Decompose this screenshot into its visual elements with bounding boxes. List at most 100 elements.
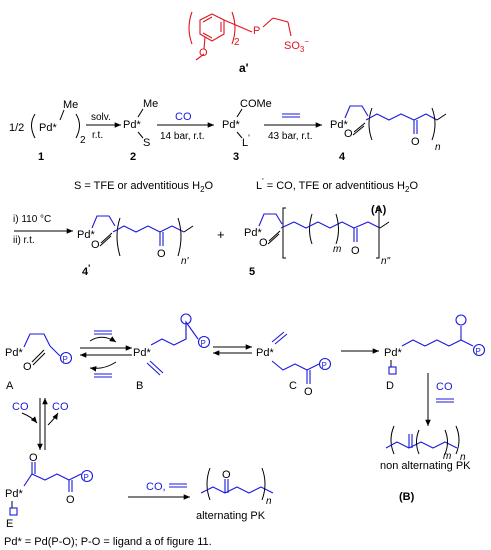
c4p-bracket-left — [116, 217, 121, 257]
c3-pd: Pd* — [222, 119, 240, 131]
c5-m: m — [333, 244, 341, 255]
c4-pd: Pd* — [330, 119, 348, 131]
c5-inner-bracket-left — [309, 213, 313, 245]
b-a-pd: Pd* — [5, 347, 23, 359]
step-heat: i) 110 °C — [13, 214, 51, 225]
b-e-o1: O — [29, 452, 38, 464]
c2-solvent: S — [143, 137, 150, 149]
compound-5-label: 5 — [249, 266, 255, 278]
b-d-pd: Pd* — [384, 347, 402, 359]
b-d-label: D — [386, 380, 394, 392]
napk-bracket-right — [455, 425, 460, 455]
napk-caption: non alternating PK — [380, 460, 471, 472]
b-b-pd: Pd* — [133, 347, 151, 359]
b-a-polymer-p: P — [63, 355, 68, 364]
b-b-ethylene — [146, 362, 161, 376]
c5-ring-o: O — [259, 237, 268, 249]
b-b-polymer-p: P — [201, 339, 206, 348]
dimer-subscript: 2 — [80, 135, 86, 146]
arrow-2-bottom: 14 bar, r.t. — [160, 131, 204, 142]
ligand-sulfonate: SO3− — [284, 37, 309, 54]
napk-m: m — [443, 451, 451, 462]
c5-outer-bracket-left — [282, 207, 286, 259]
b-e-polymer-circle — [80, 469, 94, 483]
c4-n: n — [435, 142, 441, 153]
b-b-polymer-circle — [197, 335, 211, 349]
b-c-chain — [271, 360, 320, 371]
b-d-carbonyl — [455, 314, 467, 326]
c4-bracket-left — [368, 107, 373, 141]
b-c-polymer-circle — [318, 357, 332, 371]
b-e-chain — [23, 473, 82, 487]
b-a-ring — [23, 333, 51, 348]
b-b-carbonyl — [180, 313, 192, 325]
b-a-label: A — [6, 380, 14, 392]
c4-chain — [365, 113, 438, 121]
b-e-pd: Pd* — [5, 488, 23, 500]
b-a-polymer-circle — [59, 351, 73, 365]
b-c-label: C — [289, 380, 297, 392]
napk-n: n — [460, 452, 466, 463]
c5-ring — [258, 213, 283, 227]
b-e-o2: O — [66, 494, 75, 506]
c5-carbonyl-o: O — [351, 245, 360, 257]
half-coefficient: 1/2 — [9, 122, 24, 134]
b-e-vacant-site — [9, 507, 18, 516]
compound-4-label: 4 — [339, 151, 346, 163]
c4p-ring-o: O — [91, 239, 100, 251]
arrow-2-top: CO — [175, 111, 192, 123]
c4p-chain — [112, 225, 185, 233]
section-a: 1/2 Pd* Me 2 1 solv. r.t. Pd* Me S 2 CO … — [9, 98, 447, 278]
b-d-chain — [401, 339, 474, 347]
note-solvent: S = TFE or adventitious H2O — [74, 180, 214, 194]
apk-caption: alternating PK — [196, 510, 266, 522]
c4p-ring — [91, 215, 116, 229]
compound-4p-label: 4' — [82, 263, 90, 278]
c4-ring — [344, 105, 369, 119]
note-ligand: L' = CO, TFE or adventitious H2O — [256, 177, 418, 194]
arrow-1-top: solv. — [91, 112, 111, 123]
c2-methyl: Me — [143, 98, 158, 110]
c3-acyl: COMe — [240, 98, 272, 110]
c4-carbonyl-o: O — [411, 136, 420, 148]
footnote: Pd* = Pd(P-O); P-O = ligand a of figure … — [4, 536, 212, 548]
c1-pd: Pd* — [39, 122, 57, 134]
c1-methyl: Me — [63, 99, 78, 111]
c5-pd: Pd* — [244, 227, 262, 239]
c4p-carbonyl-o: O — [157, 248, 166, 260]
napk-bracket-left — [390, 425, 395, 455]
dimer-left-paren — [31, 113, 36, 139]
c4p-bracket-right — [177, 217, 182, 257]
compound-3-label: 3 — [233, 151, 239, 163]
b-e-arrow-co: CO, — [146, 481, 166, 493]
napk-inner-bracket-left — [416, 429, 420, 455]
dimer-right-paren — [75, 113, 80, 139]
b-c-polymer-p: P — [322, 361, 327, 370]
section-b: Pd* O P A Pd* P B Pd* — [5, 313, 486, 530]
b-b-label: B — [136, 380, 143, 392]
ligand-label: a' — [239, 61, 249, 75]
c2-pd: Pd* — [123, 119, 141, 131]
napk-chain — [385, 441, 458, 449]
c4-bracket-right — [431, 107, 436, 141]
c4p-pd: Pd* — [77, 229, 95, 241]
ligand-left-paren — [188, 11, 193, 45]
arrow-1-bottom: r.t. — [92, 130, 103, 141]
ligand-benzene-ring — [199, 13, 225, 42]
ligand-right-paren — [231, 11, 236, 45]
b-c-ethylene — [271, 331, 285, 343]
b-e-label: E — [6, 518, 13, 530]
b-c-o: O — [304, 386, 313, 398]
ligand-a-prime: 2 P SO3− O a' — [188, 11, 309, 75]
c5-n: n" — [381, 256, 391, 267]
c5-inner-bracket-right — [335, 213, 339, 245]
co-right: CO — [52, 401, 69, 413]
apk-bracket-right — [261, 467, 266, 501]
ligand-index: 2 — [234, 37, 240, 48]
tag-b: (B) — [399, 491, 415, 503]
b-d-co: CO — [436, 381, 453, 393]
apk-bracket-left — [206, 467, 211, 501]
b-c-pd: Pd* — [256, 347, 274, 359]
c5-outer-bracket-right — [376, 207, 380, 259]
